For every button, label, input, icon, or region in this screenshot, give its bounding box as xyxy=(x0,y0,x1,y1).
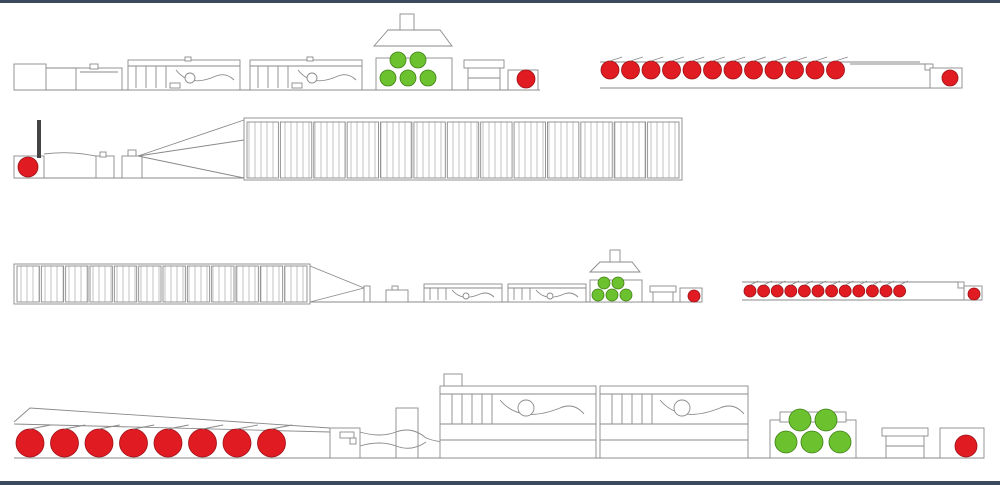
inspection-table xyxy=(649,285,677,302)
dye-box xyxy=(359,407,473,459)
dryer-section xyxy=(446,121,480,179)
creel-roll xyxy=(50,428,79,458)
dryer-section xyxy=(259,265,284,303)
line-6 xyxy=(13,373,985,459)
festoon-dryer xyxy=(13,263,365,305)
dryer-section xyxy=(413,121,446,179)
creel-roll xyxy=(838,284,852,298)
line-1 xyxy=(13,13,540,91)
dryer-section xyxy=(480,121,513,179)
line-5 xyxy=(742,280,983,301)
dryer-section xyxy=(162,265,186,303)
dryer-section xyxy=(380,121,413,179)
dye-tank xyxy=(43,151,115,179)
creel-roll xyxy=(744,60,763,80)
bottom-frame-border xyxy=(0,481,1000,485)
dryer-section xyxy=(580,121,613,179)
creel-roll xyxy=(764,60,784,80)
creel-roll xyxy=(770,284,784,298)
tension-unit xyxy=(363,285,371,303)
dryer-section xyxy=(313,121,346,179)
creel-roll xyxy=(805,60,825,80)
creel-roll xyxy=(153,428,183,458)
creel-roll xyxy=(662,60,681,80)
dryer-section xyxy=(613,121,647,179)
festoon-dryer xyxy=(137,117,683,181)
dryer-section xyxy=(246,121,279,179)
creel-roll xyxy=(257,428,286,458)
creel-roll xyxy=(641,60,661,80)
inspection-table xyxy=(463,59,505,90)
exhaust-stack xyxy=(37,120,41,158)
dryer-section xyxy=(89,265,113,303)
creel-roll xyxy=(600,60,620,80)
beam-creel xyxy=(743,280,908,298)
washing-unit xyxy=(599,385,749,459)
creel-roll xyxy=(852,284,866,298)
top-frame-border xyxy=(0,0,1000,3)
dryer-section xyxy=(40,265,65,303)
creel-roll xyxy=(703,60,722,80)
creel-roll xyxy=(785,60,804,80)
creel-roll xyxy=(811,284,825,298)
washing-unit xyxy=(423,283,503,303)
dryer-section xyxy=(235,265,259,303)
drying-cylinders xyxy=(588,249,643,303)
line-3 xyxy=(13,117,683,181)
dryer-section xyxy=(647,121,680,179)
tension-unit xyxy=(121,149,143,179)
drying-cylinders xyxy=(373,13,453,91)
dryer-section xyxy=(138,265,162,303)
dryer-section xyxy=(16,265,40,303)
rewind-roll xyxy=(507,69,539,91)
pre-treatment-tank xyxy=(385,285,409,303)
line-4 xyxy=(13,249,703,305)
creel-roll xyxy=(84,428,114,458)
creel-roll xyxy=(866,284,879,298)
beam-creel xyxy=(15,424,293,458)
creel-roll xyxy=(757,284,770,298)
creel-roll xyxy=(723,60,743,80)
drying-cylinders xyxy=(769,408,857,459)
washing-unit xyxy=(127,56,241,91)
rewind-roll xyxy=(679,287,703,303)
pre-treatment-tank xyxy=(75,63,123,91)
creel-roll xyxy=(825,284,838,298)
dryer-section xyxy=(279,121,313,179)
tension-unit xyxy=(329,427,361,459)
washing-unit xyxy=(249,56,363,91)
creel-roll xyxy=(15,428,45,458)
creel-roll xyxy=(743,284,757,298)
creel-roll xyxy=(621,60,640,80)
dryer-section xyxy=(113,265,138,303)
tension-unit xyxy=(924,63,963,89)
dryer-section xyxy=(65,265,89,303)
unwind-roll xyxy=(13,155,45,179)
washing-unit xyxy=(439,373,597,459)
creel-roll xyxy=(826,60,845,80)
dryer-section xyxy=(186,265,211,303)
creel-roll xyxy=(188,428,217,458)
dryer-section xyxy=(513,121,546,179)
washing-unit xyxy=(507,283,587,303)
dryer-section xyxy=(346,121,379,179)
line-2 xyxy=(600,56,963,89)
rewind-roll xyxy=(939,427,985,459)
creel-roll xyxy=(893,284,906,298)
creel-roll xyxy=(119,428,148,458)
creel-roll xyxy=(682,60,702,80)
creel-roll xyxy=(879,284,893,298)
dryer-section xyxy=(211,265,235,303)
beam-creel xyxy=(600,56,848,80)
inspection-table xyxy=(881,427,929,458)
tension-unit xyxy=(957,281,983,301)
creel-roll xyxy=(222,428,252,458)
unwind-roll xyxy=(13,63,47,91)
creel-roll xyxy=(784,284,798,298)
creel-roll xyxy=(798,284,811,298)
dryer-section xyxy=(547,121,580,179)
dryer-section xyxy=(284,265,308,303)
